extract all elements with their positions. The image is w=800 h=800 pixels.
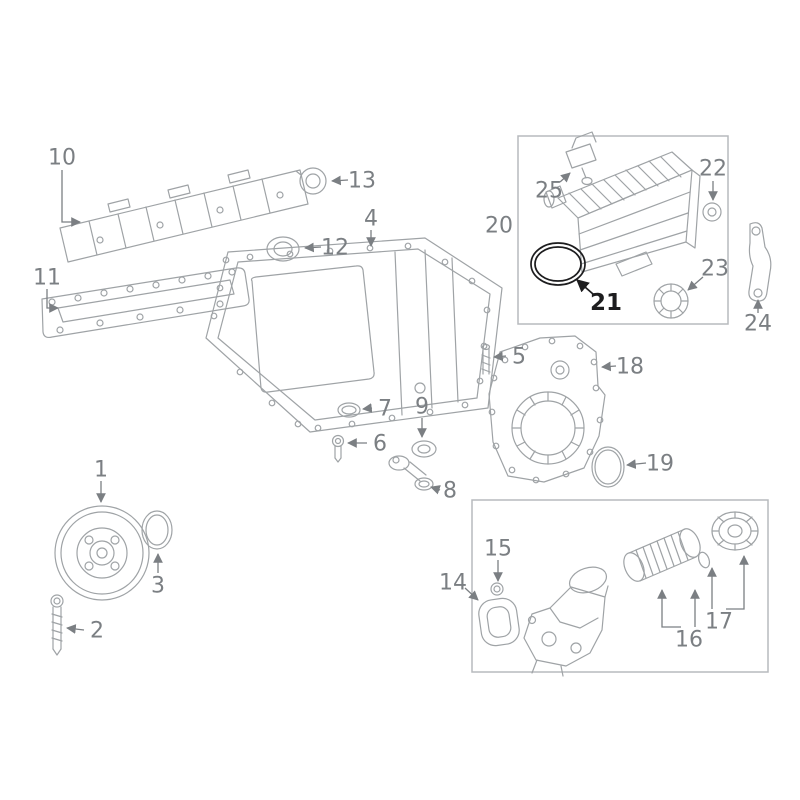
callout-12-label: 12 (321, 236, 349, 261)
oil-filter-assembly-frame (471, 499, 769, 673)
valve-cover-drawing (59, 169, 309, 263)
callout-20: 20 (485, 214, 513, 239)
callout-1: 1 (94, 458, 108, 503)
callout-11-leader-line (46, 289, 59, 313)
filter-cap-17-drawing (697, 511, 759, 569)
intercooler-assembly-frame (517, 135, 729, 325)
callout-16: 16 (657, 589, 703, 653)
washer-9-drawing (411, 440, 437, 458)
drain-plug-6-drawing (331, 434, 345, 463)
callout-22-label: 22 (699, 157, 727, 182)
callout-8: 8 (430, 479, 457, 504)
callout-10: 10 (48, 146, 81, 227)
small-seal-15-drawing (490, 582, 504, 596)
callout-6: 6 (347, 432, 387, 457)
callout-7-leader-line (362, 403, 373, 413)
callout-22: 22 (699, 157, 727, 201)
crankshaft-bolt-2-drawing (50, 594, 64, 656)
round-cap-23-drawing (653, 283, 689, 319)
callout-11-label: 11 (33, 266, 61, 291)
callout-3-label: 3 (151, 574, 165, 599)
callout-23: 23 (687, 257, 729, 291)
callout-3: 3 (151, 553, 165, 599)
callout-13-label: 13 (348, 169, 376, 194)
callout-23-label: 23 (701, 257, 729, 282)
callout-20-label: 20 (485, 214, 513, 239)
crankshaft-pulley-drawing (54, 505, 150, 601)
oil-filter-element-16-drawing (623, 528, 701, 582)
callout-13: 13 (331, 169, 376, 194)
callout-5-label: 5 (512, 345, 526, 370)
callout-4: 4 (364, 207, 378, 247)
intercooler-drawing (543, 151, 701, 277)
support-bracket-24-drawing (748, 222, 772, 302)
callout-16-leader-line (657, 589, 681, 628)
shaft-seal-3-drawing (141, 510, 173, 550)
stud-bolt-5-drawing (481, 343, 491, 375)
callout-layer: 1234567891011121314151617181920212223242… (33, 146, 772, 653)
callout-21-label: 21 (590, 290, 622, 316)
callout-18: 18 (601, 355, 644, 380)
map-sensor-25-drawing (565, 131, 597, 186)
callout-14-leader-line (464, 587, 479, 601)
callout-25: 25 (535, 172, 571, 204)
housing-gasket-14-drawing (478, 597, 520, 647)
callout-7: 7 (362, 397, 392, 422)
callout-21: 21 (576, 279, 622, 316)
callout-13-leader-line (331, 175, 349, 186)
callout-25-leader-line (559, 172, 571, 183)
callout-23-leader-line (687, 276, 704, 291)
callout-17-label: 17 (705, 610, 733, 635)
callout-14-label: 14 (439, 571, 467, 596)
charge-pipe-oring-21-drawing (530, 242, 586, 286)
timing-cover-drawing (488, 335, 606, 484)
callout-21-leader-line (576, 279, 594, 295)
timing-cover-oring-19-drawing (591, 446, 625, 488)
callout-24-label: 24 (744, 312, 772, 337)
callout-12-leader-line (304, 242, 322, 253)
callout-4-label: 4 (364, 207, 378, 232)
callout-6-label: 6 (373, 432, 387, 457)
callout-2-leader-line (66, 624, 85, 634)
callout-5: 5 (493, 345, 526, 370)
callout-19-label: 19 (646, 452, 674, 477)
grommet-22-drawing (702, 202, 722, 222)
valve-cover-gasket-drawing (41, 267, 250, 339)
oil-pan-drawing (205, 237, 503, 433)
callout-15-label: 15 (484, 537, 512, 562)
callout-17: 17 (705, 555, 749, 635)
callout-10-label: 10 (48, 146, 76, 171)
callout-1-label: 1 (94, 458, 108, 483)
callout-8-label: 8 (443, 479, 457, 504)
callout-8-leader-line (430, 485, 441, 495)
callout-5-leader-line (493, 351, 507, 362)
callout-14: 14 (439, 571, 479, 601)
callout-17-leader-line (726, 555, 749, 610)
callout-9: 9 (415, 395, 429, 438)
callout-2: 2 (66, 619, 104, 644)
callout-11: 11 (33, 266, 61, 313)
oil-filler-cap-13-drawing (295, 167, 327, 195)
callout-18-leader-line (601, 361, 617, 372)
callout-2-label: 2 (90, 619, 104, 644)
callout-9-label: 9 (415, 395, 429, 420)
callout-15: 15 (484, 537, 512, 582)
callout-18-label: 18 (616, 355, 644, 380)
callout-24: 24 (744, 299, 772, 337)
callout-19-leader-line (626, 459, 647, 469)
callout-7-label: 7 (378, 397, 392, 422)
callout-19: 19 (626, 452, 674, 477)
callout-25-label: 25 (535, 179, 563, 204)
callout-12: 12 (304, 236, 349, 261)
oil-pickup-8-drawing (388, 455, 434, 491)
callout-10-leader-line (61, 170, 81, 227)
callout-16-label: 16 (675, 628, 703, 653)
oil-filter-housing-drawing (523, 566, 609, 677)
oring-7-drawing (337, 402, 361, 418)
